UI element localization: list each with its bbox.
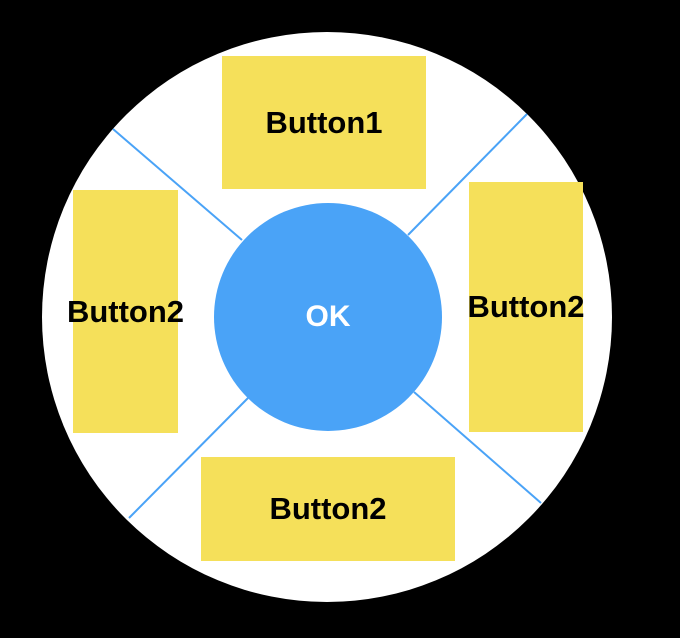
- button-right-label: Button2: [467, 289, 585, 324]
- button-bottom[interactable]: Button2: [201, 457, 455, 561]
- button-left[interactable]: Button2: [67, 190, 184, 433]
- divider-top-left: [112, 128, 243, 241]
- button-bottom-label: Button2: [269, 491, 387, 526]
- divider-top-right: [407, 113, 528, 236]
- button-left-label: Button2: [66, 293, 185, 329]
- ok-button[interactable]: OK: [214, 203, 442, 431]
- button-right[interactable]: Button2: [467, 182, 585, 432]
- divider-bottom-right: [413, 391, 542, 504]
- divider-bottom-left: [128, 397, 249, 519]
- button-top[interactable]: Button1: [222, 56, 426, 189]
- button-top-label: Button1: [265, 104, 383, 140]
- ok-button-label: OK: [305, 300, 351, 333]
